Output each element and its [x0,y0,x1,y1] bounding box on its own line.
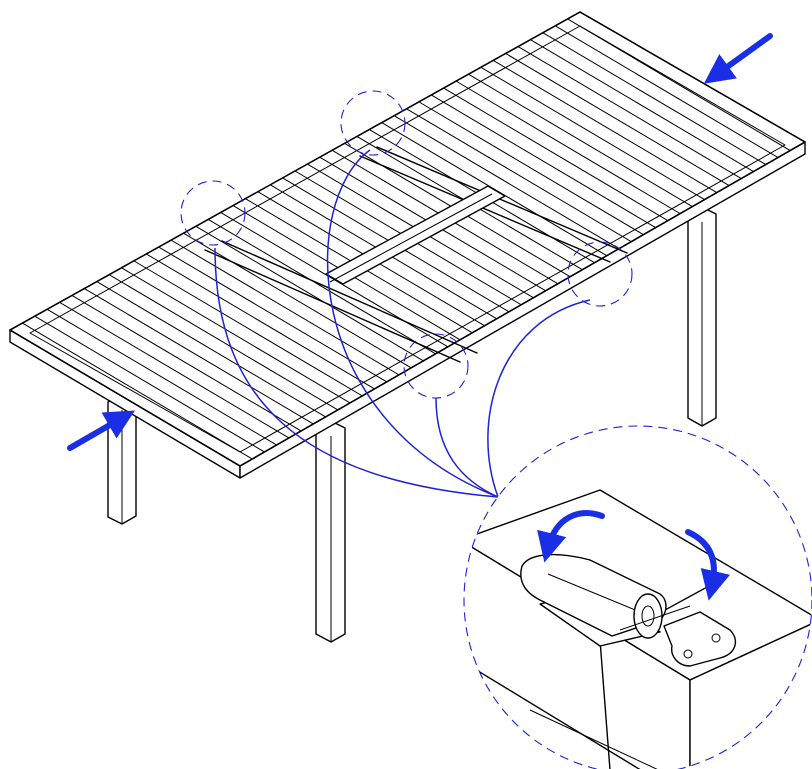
leader-1 [214,247,499,498]
table-slat [554,25,786,163]
table-slat [22,322,253,460]
callout-circle-1 [180,180,246,246]
table-slat [542,32,774,170]
table-slat [480,66,712,204]
table-slat [121,267,352,405]
table-slat [208,218,439,356]
latch-detail-magnified [463,425,812,769]
rotate-arrow-lever [537,510,605,563]
leader-lines [214,149,591,498]
leader-3 [435,397,499,498]
table-slat [71,295,303,432]
table-slat [406,108,637,246]
table-slats [22,18,798,460]
seam-left-2 [221,240,478,354]
callout-circle-4 [567,241,633,307]
push-arrows [67,33,773,451]
table-slat [505,53,736,190]
table-slat [195,225,427,363]
latch-hinge [633,593,663,639]
table-slat [59,301,290,439]
leader-2 [326,149,499,498]
rotate-arrow-keeper [685,529,730,601]
table-slat [530,39,761,177]
leg-back-right [687,206,717,427]
table-slat [46,308,278,446]
table-slat [443,87,674,225]
table-slat [34,315,266,453]
leader-4 [487,299,591,498]
table-slat [108,274,340,412]
table-slat [183,232,414,370]
table-slat [431,94,662,232]
table-slat [146,253,377,391]
table-slat [455,80,687,218]
table-top [9,11,806,479]
table-slat [84,288,315,425]
table-slat [96,281,327,419]
latch-keeper [663,611,737,667]
table-slat [158,246,389,384]
push-arrow-left-end [67,410,135,451]
callout-circle-2 [340,90,406,156]
table-slat [133,260,365,398]
table-slat [418,101,650,239]
table-slat [493,59,724,197]
table-slat [170,239,402,377]
table-slat [393,115,625,253]
table-slat [517,46,749,183]
seam-right-2 [376,146,628,254]
table-slat [468,73,699,211]
leg-front [315,420,346,643]
push-arrow-right-end [703,33,773,84]
detail-callout-circle [463,425,812,769]
seam-right [359,155,611,263]
